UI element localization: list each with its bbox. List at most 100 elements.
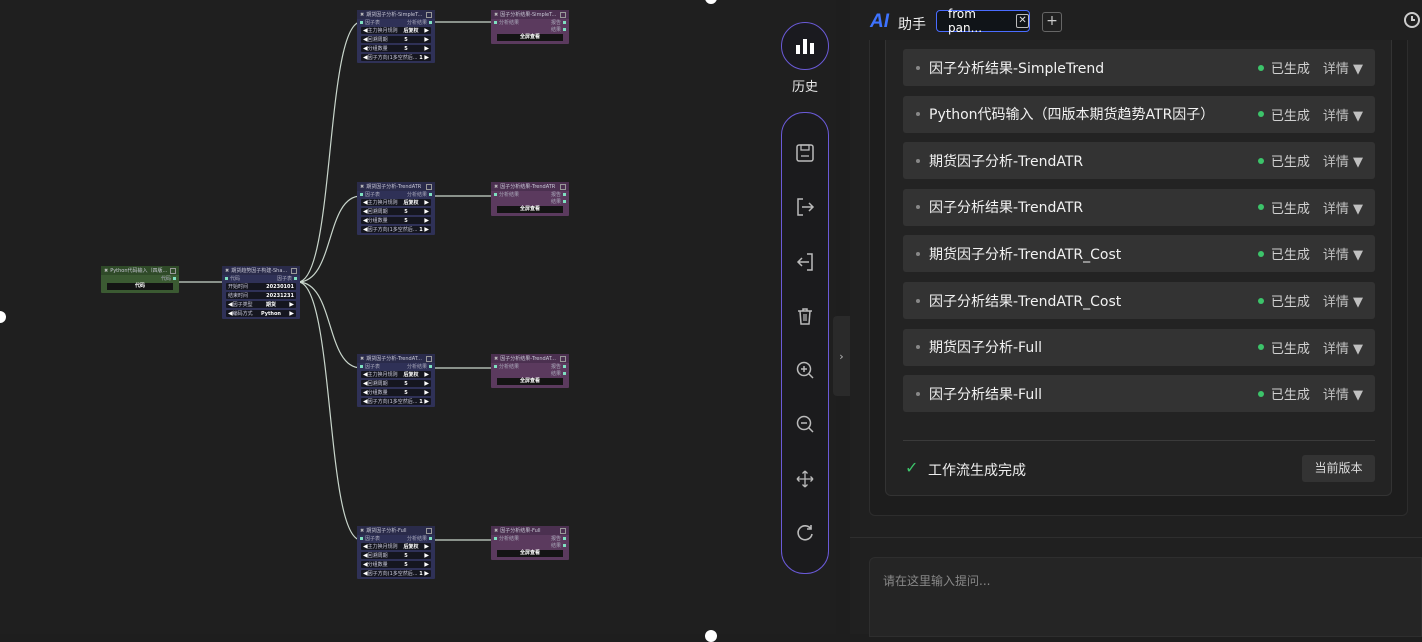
row-label: 主力换月规则 xyxy=(367,28,398,34)
done-message: 工作流生成完成 xyxy=(928,463,1026,479)
step-detail-toggle[interactable]: 详情 ▼ xyxy=(1322,341,1363,357)
zoom-in-button[interactable] xyxy=(793,358,817,382)
step-detail-toggle[interactable]: 详情 ▼ xyxy=(1322,248,1363,264)
step-detail-toggle[interactable]: 详情 ▼ xyxy=(1322,62,1363,77)
history-clock-icon[interactable] xyxy=(1404,12,1420,28)
divider xyxy=(903,440,1375,441)
factor-analysis-node[interactable]: ✖期货因子分析-SimpleT...因子表分析结果◀主力换月规则后复权▶◀回溯周… xyxy=(357,10,435,63)
delete-icon xyxy=(798,308,812,325)
step-name: Python代码输入（四版本期货趋势ATR因子） xyxy=(929,107,1215,124)
fullscreen-view-button[interactable]: 全屏查看 xyxy=(497,34,563,41)
factor-row-3[interactable]: ◀因子方向(1多空然后...1▶ xyxy=(361,54,431,61)
port-label: 分析结果 xyxy=(499,536,520,542)
factor-result-node[interactable]: ✖因子分析结果-TrendAT...分析结果报告结果全屏查看 xyxy=(491,354,569,388)
port-label: 分析结果 xyxy=(406,364,427,370)
reset-button[interactable] xyxy=(793,521,817,545)
port-label: 报告 xyxy=(550,536,561,542)
resize-handle-left[interactable] xyxy=(0,311,6,323)
workflow-canvas[interactable]: ✖Python代码输入（四版... 代码 代码 ✖期货趋势因子构建-Sha...… xyxy=(0,0,836,634)
row-value: 后复权 xyxy=(403,544,419,550)
python-input-node[interactable]: ✖Python代码输入（四版... 代码 代码 xyxy=(101,266,179,293)
factor-row-0[interactable]: ◀主力换月规则后复权▶ xyxy=(361,199,431,206)
row-value: 1 xyxy=(419,226,423,233)
current-version-button[interactable]: 当前版本 xyxy=(1302,455,1375,482)
row-label: 结束时间 xyxy=(228,293,249,299)
move-button[interactable] xyxy=(793,467,817,491)
row-value: 5 xyxy=(404,217,408,224)
step-detail-toggle[interactable]: 详情 ▼ xyxy=(1322,108,1363,124)
resize-handle-top[interactable] xyxy=(705,0,717,4)
fullscreen-view-button[interactable]: 全屏查看 xyxy=(497,550,563,557)
node-title: 期货因子分析-Full xyxy=(366,528,407,534)
export-button[interactable] xyxy=(793,195,817,219)
row-label: 主力换月规则 xyxy=(367,544,398,550)
code-button[interactable]: 代码 xyxy=(107,283,173,290)
fullscreen-view-button[interactable]: 全屏查看 xyxy=(497,378,563,385)
row-label: 分组数量 xyxy=(367,218,388,224)
wire-main-factor-1 xyxy=(297,21,362,283)
factor-row-3[interactable]: ◀因子方向(1多空然后...1▶ xyxy=(361,570,431,577)
row-value: 后复权 xyxy=(403,200,419,206)
step-detail-toggle[interactable]: 详情 ▼ xyxy=(1322,388,1363,404)
close-icon[interactable]: ✕ xyxy=(1016,14,1029,28)
add-session-button[interactable]: + xyxy=(1042,12,1062,32)
save-button[interactable] xyxy=(793,141,817,165)
step-detail-toggle[interactable]: 详情 ▼ xyxy=(1322,201,1363,217)
port-label: 分析结果 xyxy=(406,20,427,26)
import-button[interactable] xyxy=(793,250,817,274)
history-button[interactable] xyxy=(781,22,829,70)
factor-row-3[interactable]: ◀因子方向(1多空然后...1▶ xyxy=(361,226,431,233)
status-dot-icon xyxy=(1257,204,1264,211)
delete-button[interactable] xyxy=(793,304,817,328)
step-detail-toggle[interactable]: 详情 ▼ xyxy=(1322,155,1363,171)
factor-row-0[interactable]: ◀主力换月规则后复权▶ xyxy=(361,543,431,550)
status-dot-icon xyxy=(1257,157,1264,164)
bullet-icon xyxy=(916,298,920,303)
row-value: 1 xyxy=(419,570,423,577)
check-icon: ✓ xyxy=(905,458,919,477)
fullscreen-view-button[interactable]: 全屏查看 xyxy=(497,206,563,213)
row-label: 因子方向(1多空然后... xyxy=(367,227,418,233)
prompt-input[interactable] xyxy=(883,572,1408,612)
move-icon xyxy=(796,470,814,488)
collapse-panel-button[interactable]: › xyxy=(833,316,850,396)
factor-result-node[interactable]: ✖因子分析结果-SimpleT...分析结果报告结果全屏查看 xyxy=(491,10,569,44)
node-title: 期货因子分析-SimpleT... xyxy=(366,12,423,18)
resize-handle-bottom[interactable] xyxy=(705,630,717,642)
factor-row-3[interactable]: ◀因子方向(1多空然后...1▶ xyxy=(361,398,431,405)
session-tab-label: from pan... xyxy=(948,7,983,35)
row-label: 开始时间 xyxy=(228,284,249,290)
factor-analysis-node[interactable]: ✖期货因子分析-TrendAT...因子表分析结果◀主力换月规则后复权▶◀回溯周… xyxy=(357,354,435,407)
zoom-out-button[interactable] xyxy=(793,412,817,436)
row-value: 5 xyxy=(404,208,408,215)
factor-row-0[interactable]: ◀主力换月规则后复权▶ xyxy=(361,27,431,34)
export-icon xyxy=(797,198,815,216)
panel-title: 助手 xyxy=(898,17,926,33)
node-title: 因子分析结果-TrendATR xyxy=(500,184,556,190)
factor-row-0[interactable]: ◀主力换月规则后复权▶ xyxy=(361,371,431,378)
main-row-2[interactable]: ◀因子类型期货▶ xyxy=(226,301,296,308)
session-tab[interactable]: from pan... ✕ xyxy=(936,7,1030,35)
row-label: 因子方向(1多空然后... xyxy=(367,399,418,405)
step-detail-toggle[interactable]: 详情 ▼ xyxy=(1322,295,1363,310)
node-title: Python代码输入（四版... xyxy=(110,268,168,274)
